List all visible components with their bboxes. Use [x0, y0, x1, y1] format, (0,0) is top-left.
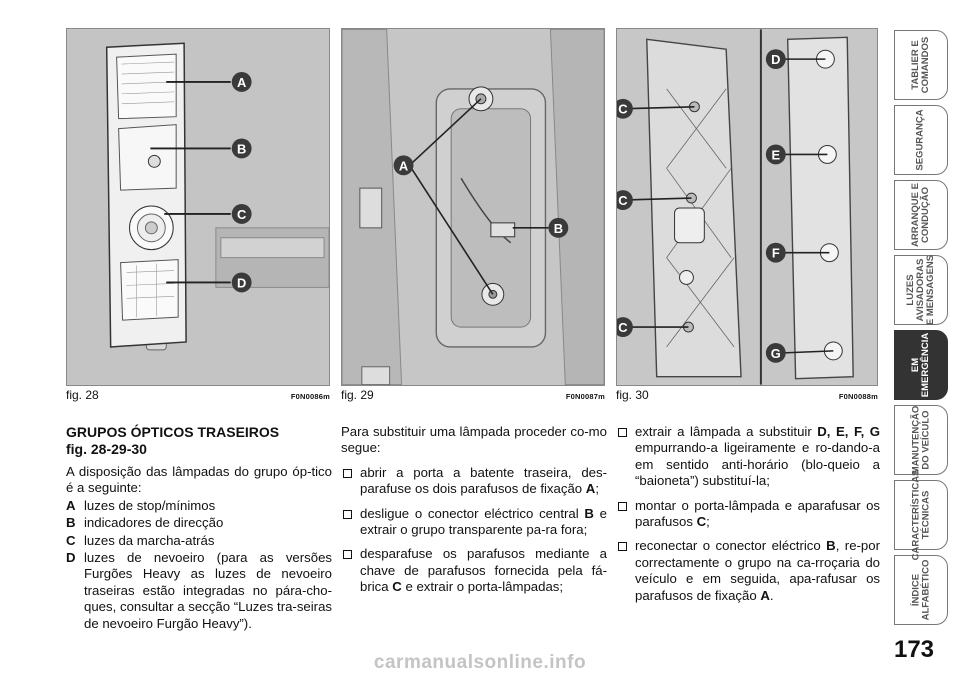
figure-29-illustration: A B	[342, 29, 604, 385]
bullet-step: abrir a porta a batente traseira, des-pa…	[341, 465, 607, 498]
step-text: extrair a lâmpada a substituir D, E, F, …	[635, 424, 881, 489]
figure-29-caption-text: fig. 29	[341, 388, 374, 402]
tab-label: ARRANQUE E CONDUÇÃO	[910, 183, 931, 247]
checkbox-bullet-icon	[618, 542, 627, 552]
item-text: luzes de nevoeiro (para as versões Furgõ…	[84, 550, 332, 631]
tab-label: SEGURANÇA	[915, 109, 927, 171]
figure-28-code: F0N0086m	[290, 392, 330, 401]
text-column-3: extrair a lâmpada a substituir D, E, F, …	[616, 424, 880, 604]
fig29-label-a: A	[399, 158, 408, 173]
figure-28-illustration: A B C D	[67, 29, 329, 385]
bullet-step: desparafuse os parafusos mediante a chav…	[341, 546, 607, 595]
fig30-label-c2: C	[618, 193, 627, 208]
item-letter: C	[66, 532, 76, 548]
list-item: B indicadores de direcção	[66, 515, 332, 531]
tab-arranque-conducao[interactable]: ARRANQUE E CONDUÇÃO	[894, 180, 948, 250]
bullet-step: extrair a lâmpada a substituir D, E, F, …	[616, 424, 880, 490]
fig29-label-b: B	[554, 221, 563, 236]
item-text: luzes da marcha-atrás	[84, 532, 215, 548]
item-text: luzes de stop/mínimos	[84, 497, 216, 513]
tab-tablier-comandos[interactable]: TABLIER E COMANDOS	[894, 30, 948, 100]
figure-28-tail-light-assembly: A B C D	[66, 28, 330, 386]
figure-28-labels: A B C D	[231, 72, 252, 293]
fig30-label-g: G	[771, 346, 781, 361]
watermark: carmanualsonline.info	[373, 652, 587, 673]
bullet-step: montar o porta-lâmpada e aparafusar os p…	[616, 498, 880, 531]
fig28-label-c: C	[237, 207, 246, 222]
intro-paragraph: A disposição das lâmpadas do grupo óp-ti…	[66, 464, 332, 496]
tab-label: LUZES AVISADORAS E MENSAGENS	[905, 254, 936, 326]
bullet-step: reconectar o conector eléctrico B, re-po…	[616, 538, 880, 604]
text-column-1: GRUPOS ÓPTICOS TRASEIROS fig. 28-29-30 A…	[66, 424, 332, 632]
figure-30-illustration: C C C D E F G	[617, 29, 877, 385]
bullet-step: desligue o conector eléctrico central B …	[341, 506, 607, 539]
procedure-intro: Para substituir uma lâmpada proceder co-…	[341, 424, 607, 456]
figure-29-door-frame: A B	[341, 28, 605, 386]
section-tabs: TABLIER E COMANDOS SEGURANÇA ARRANQUE E …	[894, 30, 948, 630]
item-letter: A	[66, 497, 76, 513]
tab-label: CARACTERÍSTICAS TÉCNICAS	[910, 469, 931, 561]
figure-30-code: F0N0088m	[838, 392, 878, 401]
list-item: A luzes de stop/mínimos	[66, 498, 332, 514]
fig28-label-d: D	[237, 275, 246, 290]
tab-caracteristicas-tecnicas[interactable]: CARACTERÍSTICAS TÉCNICAS	[894, 470, 948, 560]
figure-28-caption-text: fig. 28	[66, 388, 99, 402]
fig28-label-b: B	[237, 141, 246, 156]
fig30-label-f: F	[772, 246, 780, 261]
section-heading: GRUPOS ÓPTICOS TRASEIROS	[66, 424, 280, 440]
item-text: indicadores de direcção	[84, 515, 224, 531]
figure-29-caption: fig. 29 F0N0087m	[341, 388, 605, 402]
item-letter: D	[66, 550, 76, 566]
checkbox-bullet-icon	[343, 468, 352, 478]
figure-30-caption-text: fig. 30	[616, 388, 649, 402]
tab-indice-alfabetico[interactable]: ÍNDICE ALFABÉTICO	[894, 555, 948, 625]
figure-30-bulb-holder: C C C D E F G	[616, 28, 878, 386]
fig30-label-d: D	[771, 52, 780, 67]
checkbox-bullet-icon	[343, 550, 352, 560]
figure-29-code: F0N0087m	[565, 392, 605, 401]
fig28-label-a: A	[237, 75, 246, 90]
fig30-label-c3: C	[618, 320, 627, 335]
tab-luzes-avisadoras[interactable]: LUZES AVISADORAS E MENSAGENS	[894, 255, 948, 325]
figure-30-labels: C C C D E F G	[617, 49, 786, 363]
section-subheading: fig. 28-29-30	[66, 441, 147, 457]
list-item: C luzes da marcha-atrás	[66, 533, 332, 549]
item-letter: B	[66, 515, 76, 531]
page-number: 173	[893, 636, 935, 663]
step-text: desparafuse os parafusos mediante a chav…	[360, 546, 607, 595]
tab-seguranca[interactable]: SEGURANÇA	[894, 105, 948, 175]
step-text: reconectar o conector eléctrico B, re-po…	[635, 538, 880, 603]
step-text: abrir a porta a batente traseira, des-pa…	[360, 464, 607, 497]
figure-29-labels: A B	[393, 155, 569, 238]
tab-label: EM EMERGÊNCIA	[910, 332, 931, 398]
list-item: D luzes de nevoeiro (para as versões Fur…	[66, 550, 332, 632]
step-text: montar o porta-lâmpada e aparafusar os p…	[635, 497, 880, 530]
figure-28-caption: fig. 28 F0N0086m	[66, 388, 330, 402]
tab-label: TABLIER E COMANDOS	[910, 36, 932, 94]
checkbox-bullet-icon	[618, 428, 627, 437]
tab-label: MANUTENÇÃO DO VEÍCULO	[910, 405, 932, 475]
tab-manutencao-veiculo[interactable]: MANUTENÇÃO DO VEÍCULO	[894, 405, 948, 475]
tab-label: ÍNDICE ALFABÉTICO	[910, 559, 932, 621]
step-text: desligue o conector eléctrico central B …	[360, 505, 608, 538]
figure-30-caption: fig. 30 F0N0088m	[616, 388, 878, 402]
checkbox-bullet-icon	[618, 501, 627, 511]
tab-em-emergencia[interactable]: EM EMERGÊNCIA	[894, 330, 948, 400]
fig30-label-e: E	[771, 147, 780, 162]
fig30-label-c1: C	[618, 102, 627, 117]
checkbox-bullet-icon	[343, 509, 352, 519]
text-column-2: Para substituir uma lâmpada proceder co-…	[341, 424, 607, 596]
